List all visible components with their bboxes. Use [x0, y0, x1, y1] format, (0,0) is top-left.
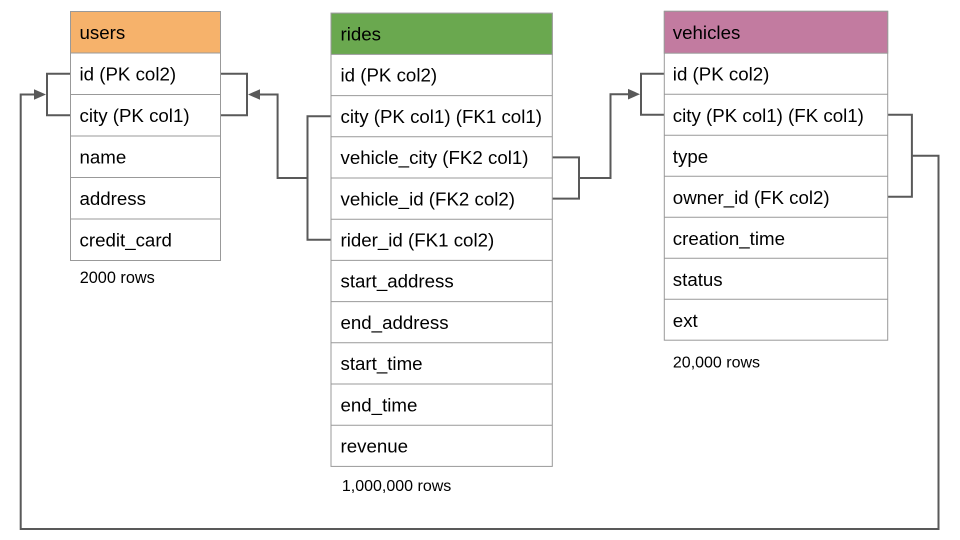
svg-text:vehicle_id (FK2 col2): vehicle_id (FK2 col2)	[341, 188, 516, 210]
svg-text:end_time: end_time	[341, 394, 418, 416]
svg-text:creation_time: creation_time	[673, 228, 785, 250]
svg-text:20,000 rows: 20,000 rows	[673, 355, 760, 372]
svg-text:credit_card: credit_card	[80, 230, 172, 252]
svg-text:2000 rows: 2000 rows	[80, 269, 155, 287]
svg-text:rider_id (FK1 col2): rider_id (FK1 col2)	[341, 230, 495, 252]
svg-text:start_time: start_time	[341, 353, 423, 375]
svg-text:owner_id (FK col2): owner_id (FK col2)	[673, 187, 830, 209]
svg-text:revenue: revenue	[341, 436, 409, 457]
svg-text:1,000,000 rows: 1,000,000 rows	[342, 478, 451, 495]
svg-text:id (PK col2): id (PK col2)	[341, 65, 438, 86]
svg-text:status: status	[673, 269, 723, 290]
svg-text:name: name	[80, 147, 127, 168]
svg-text:vehicles: vehicles	[673, 22, 741, 43]
svg-text:ext: ext	[673, 310, 699, 331]
svg-text:address: address	[80, 188, 146, 209]
svg-text:city (PK col1) (FK1 col1): city (PK col1) (FK1 col1)	[341, 106, 542, 127]
svg-text:city (PK col1): city (PK col1)	[80, 105, 190, 126]
svg-text:city (PK col1) (FK col1): city (PK col1) (FK col1)	[673, 105, 864, 126]
svg-text:start_address: start_address	[341, 271, 454, 293]
svg-text:end_address: end_address	[341, 312, 449, 334]
svg-text:id (PK col2): id (PK col2)	[80, 64, 177, 85]
svg-text:type: type	[673, 146, 708, 167]
svg-text:rides: rides	[341, 24, 382, 45]
svg-text:vehicle_city (FK2 col1): vehicle_city (FK2 col1)	[341, 147, 529, 169]
svg-text:users: users	[80, 22, 126, 43]
svg-text:id (PK col2): id (PK col2)	[673, 64, 770, 85]
